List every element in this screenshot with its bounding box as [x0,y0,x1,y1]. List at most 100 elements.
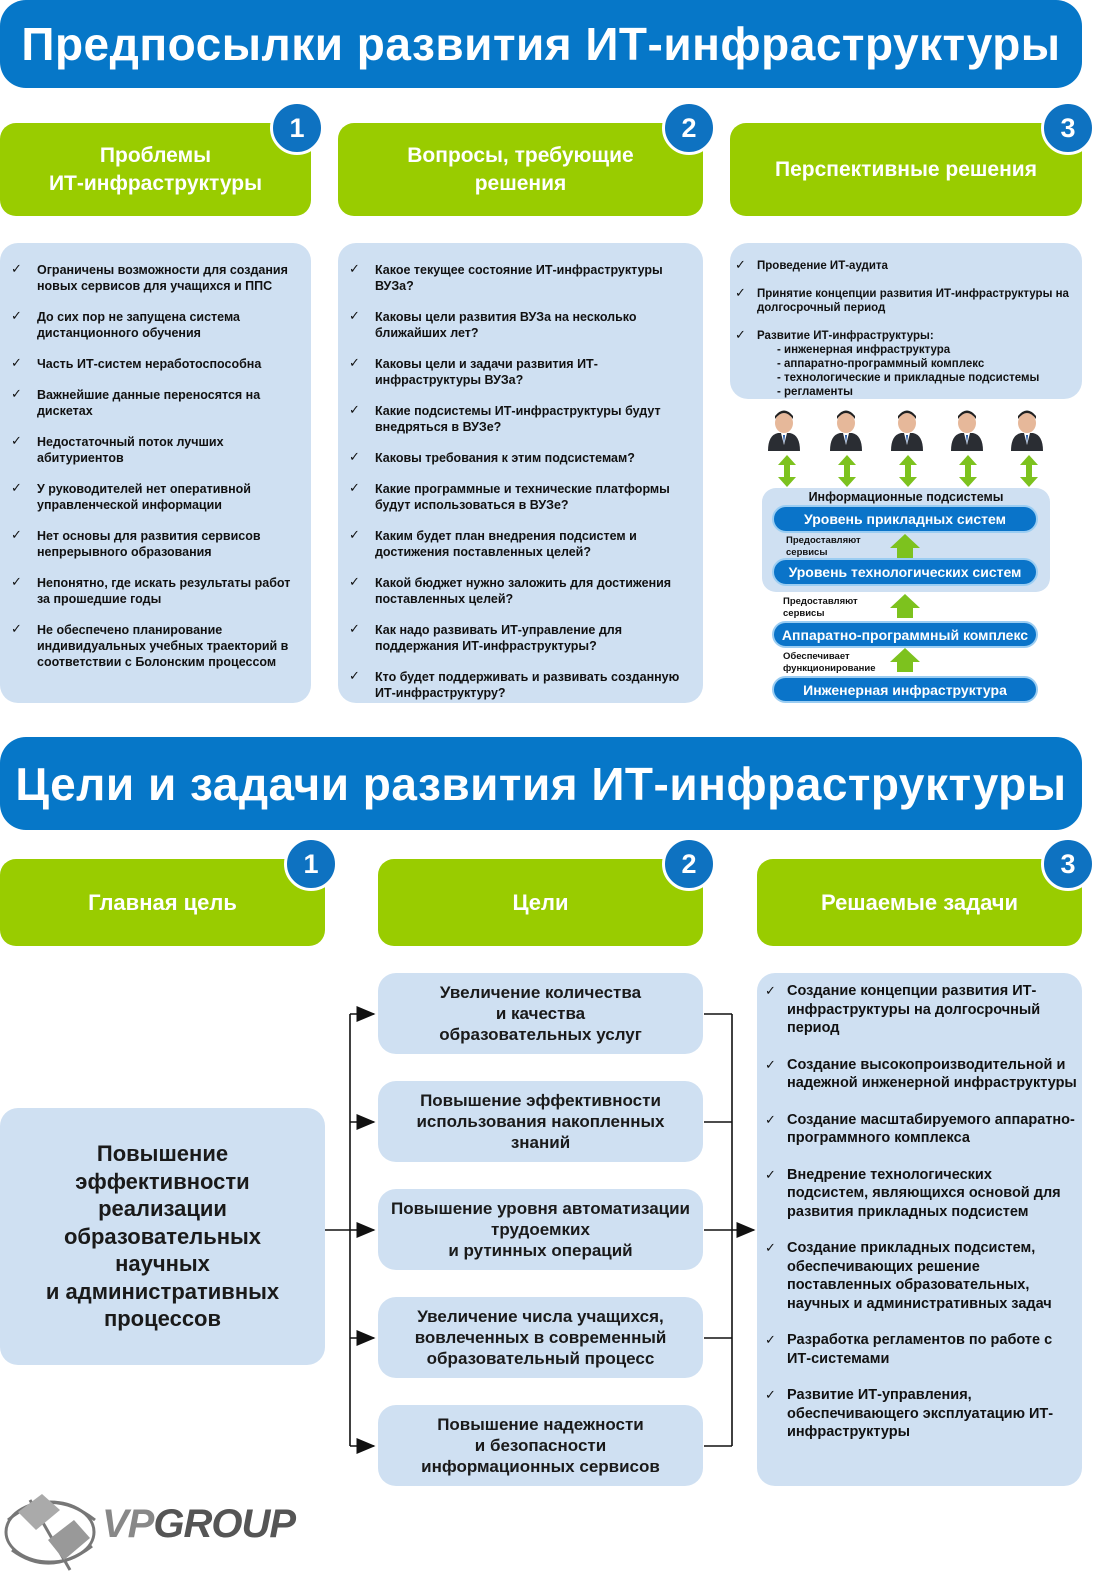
check-icon: ✓ [11,355,22,370]
check-icon: ✓ [765,983,776,998]
goal-connectors [325,1006,756,1454]
check-icon: ✓ [349,574,360,589]
list-item: ✓До сих пор не запущена система дистанци… [11,308,241,340]
list-item: ✓Часть ИТ-систем неработоспособна [11,355,262,371]
up-arrow-icon [890,534,920,558]
check-icon: ✓ [765,1387,776,1402]
check-icon: ✓ [11,480,22,495]
list-item: ✓Какое текущее состояние ИТ-инфраструкту… [349,261,663,293]
check-icon: ✓ [349,261,360,276]
check-icon: ✓ [349,449,360,464]
solutions-panel [730,243,1082,399]
person-icon [1011,410,1043,451]
check-icon: ✓ [349,308,360,323]
check-icon: ✓ [349,402,360,417]
list-item: ✓Нет основы для развития сервисов непрер… [11,527,261,559]
tasks-list: ✓Создание концепции развития ИТ-инфрастр… [765,982,1077,1460]
list-item: ✓Непонятно, где искать результаты работ … [11,574,291,606]
list-item: ✓Создание концепции развития ИТ-инфрастр… [765,983,1041,1036]
list-item: ✓Как надо развивать ИТ-управление для по… [349,621,623,653]
tasks-panel [757,973,1082,1486]
subitem: - инженерная инфраструктура [777,344,951,356]
problems-list: ✓Ограничены возможности для создания нов… [11,261,302,685]
list-item: ✓Кто будет поддерживать и развивать созд… [349,668,680,700]
list-item: ✓Каковы цели развития ВУЗа на несколько … [349,308,637,340]
engineering-infra-pill: Инженерная инфраструктура [772,676,1038,703]
up-arrow-icon [890,594,920,618]
goal-box: Увеличение числа учащихся,вовлеченных в … [378,1297,703,1378]
badge-number-1: 1 [284,837,338,891]
check-icon: ✓ [349,527,360,542]
list-item: ✓Недостаточный поток лучших абитуриентов [11,433,224,465]
header-problems-line1: Проблемы [99,143,212,167]
check-icon: ✓ [735,285,746,300]
check-icon: ✓ [11,574,22,589]
check-icon: ✓ [765,1111,776,1127]
check-icon: ✓ [765,1166,776,1182]
check-icon: ✓ [765,1056,776,1072]
list-item: ✓Какой бюджет нужно заложить для достиже… [349,574,672,606]
check-icon: ✓ [765,1332,776,1347]
double-arrow-icon [899,455,917,487]
users-diagram [768,410,1043,487]
check-icon: ✓ [349,621,360,636]
problems-panel [0,243,311,703]
check-icon: ✓ [11,527,22,542]
list-item: ✓Не обеспечено планирование индивидуальн… [11,621,289,669]
check-icon: ✓ [349,355,360,370]
up-arrows [890,534,920,672]
list-item: ✓У руководителей нет оперативной управле… [11,480,251,512]
check-icon: ✓ [11,621,22,636]
list-item: ✓Создание высокопроизводительной и надеж… [765,1056,1077,1092]
vp-group-logo-text: VPGROUP [102,1502,296,1546]
section1-title-banner: Предпосылки развития ИТ-инфраструктуры [0,0,1082,88]
double-arrow-icon [959,455,977,487]
up-arrow-icon [890,648,920,672]
header-tasks: Решаемые задачи [757,859,1082,946]
list-item: ✓Каким будет план внедрения подсистем и … [349,527,637,559]
check-icon: ✓ [349,668,360,683]
list-item: ✓Развитие ИТ-инфраструктуры: - инженерна… [735,328,1072,399]
person-icon [891,410,923,451]
check-icon: ✓ [765,1240,776,1255]
badge-number-1: 1 [270,101,324,155]
list-item: ✓Каковы цели и задачи развития ИТ-инфрас… [349,355,598,387]
badge-number-2: 2 [662,837,716,891]
section2-title: Цели и задачи развития ИТ-инфраструктуры [15,757,1067,810]
check-icon: ✓ [11,386,22,401]
header-problems: Проблемы ИТ-инфраструктуры [0,123,311,216]
badge-number-3: 3 [1041,837,1095,891]
subitem: - технологические и прикладные подсистем… [777,372,1040,384]
check-icon: ✓ [11,261,22,276]
list-item: ✓Какие программные и технические платфор… [349,480,670,512]
check-icon: ✓ [735,327,746,342]
check-icon: ✓ [11,308,22,323]
subitem: - регламенты [777,386,853,398]
vp-group-logo-mark [4,1494,96,1571]
section1-title: Предпосылки развития ИТ-инфраструктуры [21,18,1061,70]
header-solutions: Перспективные решения [730,123,1082,216]
header-questions-line2: решения [474,171,567,195]
list-item: ✓Каковы требования к этим подсистемам? [349,449,635,465]
subitem: - аппаратно-программный комплекс [777,358,985,370]
double-arrow-icon [838,455,856,487]
list-item: ✓Какие подсистемы ИТ-инфраструктуры буду… [349,402,661,434]
person-icon [768,410,800,451]
list-item: ✓Внедрение технологических подсистем, яв… [765,1166,1061,1220]
double-arrow-icon [778,455,796,487]
header-questions: Вопросы, требующие решения [338,123,703,216]
solutions-list: ✓Проведение ИТ-аудита ✓Принятие концепци… [735,258,1072,399]
person-icon [830,410,862,451]
level-tech-pill: Уровень технологических систем [772,558,1038,586]
list-item: ✓Важнейшие данные переносятся на дискета… [11,386,261,418]
section2-title-banner: Цели и задачи развития ИТ-инфраструктуры [0,737,1082,830]
header-goals: Цели [378,859,703,946]
badge-number-3: 3 [1041,101,1095,155]
